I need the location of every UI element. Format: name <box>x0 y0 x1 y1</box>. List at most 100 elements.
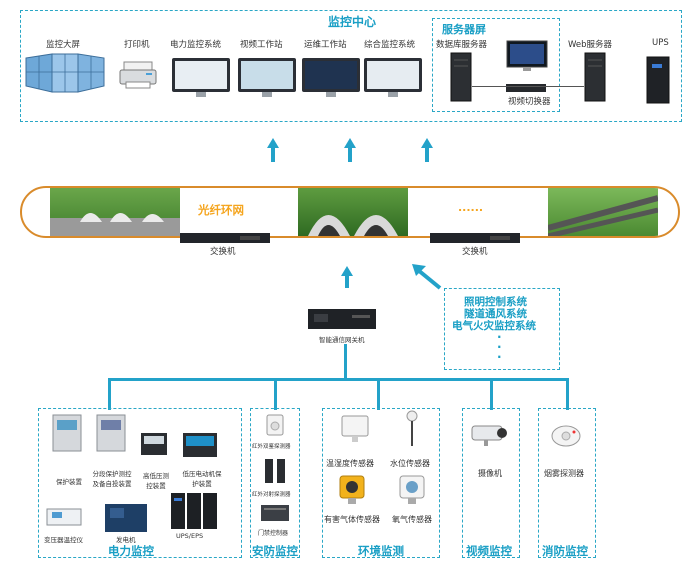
switch-left-image <box>180 229 270 243</box>
uplink-arrow-2-head <box>344 138 356 148</box>
db-server-label: 数据库服务器 <box>436 40 488 50</box>
power-group-box <box>38 408 242 558</box>
server-link-line <box>472 86 584 87</box>
device-label-power-system: 电力监控系统 <box>170 40 222 50</box>
monitor-center-title: 监控中心 <box>328 15 377 29</box>
web-server-image <box>584 52 606 102</box>
hv-lv-device-image <box>140 432 168 456</box>
ops-station-monitor <box>302 58 360 92</box>
fire-group-box <box>538 408 596 558</box>
access-controller-image <box>260 504 290 522</box>
ups-eps-label: UPS/EPS <box>176 532 204 540</box>
systems-arrow <box>412 264 442 290</box>
oxygen-sensor-label: 氧气传感器 <box>392 515 432 524</box>
device-label-big-screen: 监控大屏 <box>46 40 81 50</box>
segment-protection-image <box>96 414 126 452</box>
protection-device-label: 保护装置 <box>56 478 82 486</box>
gas-sensor-image <box>338 472 366 506</box>
video-station-monitor-stand <box>262 92 272 97</box>
video-switch-image <box>506 78 546 92</box>
ups-image <box>646 56 670 104</box>
device-label-integrated-system: 综合监控系统 <box>364 40 416 50</box>
trunk-line <box>344 344 347 380</box>
protection-device-image <box>52 414 82 452</box>
fire-group-title: 消防监控 <box>542 544 588 558</box>
power-group-title: 电力监控 <box>108 544 154 558</box>
device-label-ops-station: 运维工作站 <box>304 40 347 50</box>
ops-station-monitor-stand <box>326 92 336 97</box>
system-electrical-fire: 电气火灾监控系统 <box>452 320 536 332</box>
tunnel-photo-right <box>548 188 658 236</box>
uplink-arrow-2-shaft <box>348 148 352 162</box>
power-system-monitor-stand <box>196 92 206 97</box>
generator-label: 发电机 <box>116 536 136 544</box>
fiber-ring-title: 光纤环网 <box>198 203 244 217</box>
fiber-ring-ellipsis: ...... <box>458 201 484 214</box>
gas-sensor-label: 有害气体传感器 <box>324 515 380 524</box>
motor-protection-label: 低压电动机保护装置 <box>182 470 222 488</box>
generator-image <box>104 500 148 534</box>
drop-power <box>108 378 111 410</box>
environment-group-title: 环境监测 <box>358 544 404 558</box>
ups-label: UPS <box>652 38 669 48</box>
video-group-box <box>462 408 520 558</box>
systems-box <box>444 288 560 370</box>
integrated-system-monitor <box>364 58 422 92</box>
tunnel-photo-left <box>50 188 180 236</box>
system-ventilation: 隧道通风系统 <box>464 308 527 320</box>
motor-protection-image <box>182 432 218 458</box>
dual-tech-detector-image <box>266 414 284 436</box>
device-label-printer: 打印机 <box>124 40 150 50</box>
temp-humidity-sensor-label: 温湿度传感器 <box>326 459 374 468</box>
camera-image <box>470 422 510 448</box>
server-room-title: 服务器屏 <box>442 23 486 36</box>
drop-security <box>274 378 277 410</box>
integrated-system-monitor-stand <box>388 92 398 97</box>
gateway-arrow-head <box>341 266 353 276</box>
uplink-arrow-3-shaft <box>425 148 429 162</box>
power-system-monitor <box>172 58 230 92</box>
server-room-monitor-image <box>506 40 548 72</box>
switch-left-label: 交换机 <box>210 247 236 257</box>
gateway-label: 智能通信网关机 <box>319 336 365 344</box>
switch-right-label: 交换机 <box>462 247 488 257</box>
gateway-image <box>308 308 376 330</box>
system-lighting: 照明控制系统 <box>464 296 527 308</box>
monitor-center-box <box>20 10 682 122</box>
ups-eps-image <box>170 492 218 530</box>
security-group-box <box>250 408 300 558</box>
gateway-arrow-shaft <box>345 276 349 288</box>
drop-environment <box>377 378 380 410</box>
camera-label: 摄像机 <box>478 469 502 478</box>
video-wall-image <box>22 52 106 96</box>
smoke-detector-label: 烟雾探测器 <box>544 469 584 478</box>
drop-video <box>490 378 493 410</box>
bus-line <box>108 378 568 381</box>
uplink-arrow-3-head <box>421 138 433 148</box>
dual-tech-detector-label: 红外双鉴探测器 <box>252 444 291 450</box>
water-level-sensor-label: 水位传感器 <box>390 459 430 468</box>
smoke-detector-image <box>550 422 582 448</box>
video-switch-label: 视频切换器 <box>508 97 551 107</box>
hv-lv-device-label: 高低压测控装置 <box>143 472 169 490</box>
fiber-ring <box>20 186 680 238</box>
transformer-temp-image <box>46 508 82 526</box>
drop-fire <box>566 378 569 410</box>
oxygen-sensor-image <box>398 472 426 506</box>
systems-dot-1: · <box>497 330 502 344</box>
switch-right-image <box>430 229 520 243</box>
water-level-sensor-image <box>404 410 420 450</box>
printer-image <box>118 60 158 90</box>
video-station-monitor <box>238 58 296 92</box>
segment-protection-label: 分段保护测控及备自投装置 <box>92 470 132 488</box>
beam-detector-label: 红外对射探测器 <box>252 492 291 498</box>
db-server-image <box>450 52 472 102</box>
systems-dot-2: · <box>497 340 502 354</box>
tunnel-photo-center <box>298 188 408 236</box>
environment-group-box <box>322 408 440 558</box>
device-label-video-station: 视频工作站 <box>240 40 283 50</box>
access-controller-label: 门禁控制器 <box>258 530 289 537</box>
server-room-box <box>432 18 560 112</box>
web-server-label: Web服务器 <box>568 40 613 50</box>
security-group-title: 安防监控 <box>252 544 298 558</box>
